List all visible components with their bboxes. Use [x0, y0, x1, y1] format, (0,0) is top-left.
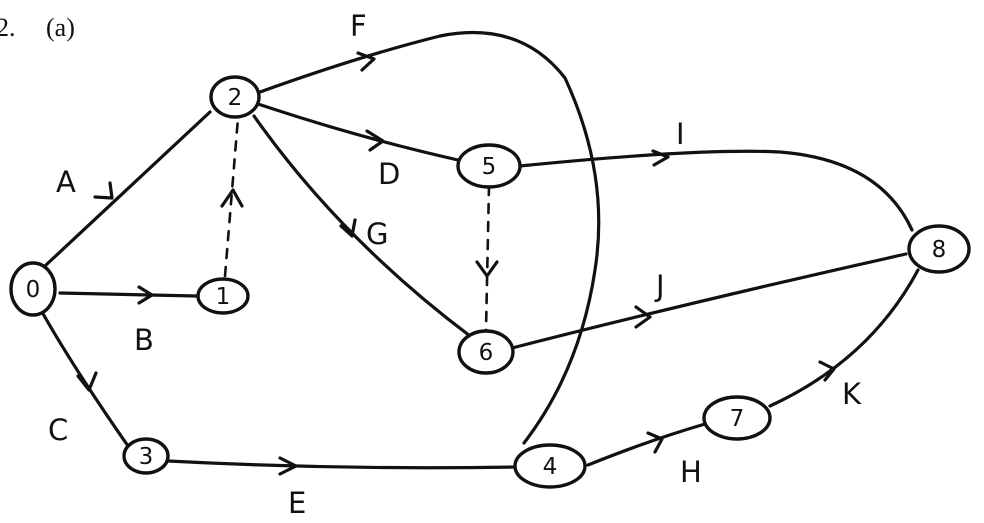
edge-B — [58, 291, 198, 298]
activity-label-B: B — [134, 323, 154, 357]
arrowhead-D — [365, 129, 385, 152]
edge-E — [166, 459, 517, 470]
activity-labels-layer: A B C D E F G H I J K — [48, 9, 862, 520]
arrowhead-dummy-1-2 — [220, 188, 244, 208]
node-1-circle — [196, 277, 250, 315]
node-4-circle — [513, 443, 587, 489]
dummies-layer — [223, 116, 491, 332]
node-8-circle — [907, 224, 971, 274]
node-3: 3 — [122, 437, 170, 475]
dummy-1-2 — [223, 116, 240, 278]
node-7-label: 7 — [730, 406, 745, 432]
node-0-label: 0 — [26, 277, 41, 303]
arrowhead-C — [76, 371, 98, 392]
arrowhead-dummy-5-6 — [475, 260, 499, 278]
edge-K — [768, 268, 920, 408]
activity-label-F: F — [350, 9, 367, 43]
node-6-label: 6 — [479, 340, 494, 366]
activity-label-I: I — [676, 117, 685, 151]
edge-J — [510, 252, 908, 350]
dummy-5-6 — [484, 184, 491, 332]
edge-G — [252, 114, 472, 338]
arrowhead-G — [339, 218, 357, 238]
arrowhead-A — [93, 181, 114, 200]
node-5: 5 — [456, 143, 522, 189]
arrowhead-B — [137, 285, 154, 305]
arrowhead-H — [646, 431, 664, 454]
activity-label-C: C — [48, 413, 68, 447]
activity-label-J: J — [654, 269, 665, 303]
node-0: 0 — [9, 261, 57, 317]
node-2: 2 — [209, 75, 261, 119]
activity-label-E: E — [288, 486, 306, 520]
node-1-label: 1 — [216, 284, 231, 310]
node-2-circle — [209, 75, 261, 119]
node-8-label: 8 — [932, 237, 947, 263]
arrowhead-F — [356, 51, 376, 72]
node-5-circle — [456, 143, 522, 189]
edge-F — [258, 30, 601, 445]
activity-label-G: G — [366, 217, 388, 251]
node-3-circle — [122, 437, 170, 475]
node-4-label: 4 — [543, 454, 558, 480]
question-number: 2. — [0, 13, 16, 42]
arrowhead-J — [634, 305, 652, 329]
node-3-label: 3 — [139, 444, 154, 470]
node-7: 7 — [702, 395, 772, 441]
node-4: 4 — [513, 443, 587, 489]
nodes-layer: 0 1 2 3 4 5 6 7 — [9, 75, 971, 489]
node-5-label: 5 — [482, 154, 497, 180]
arrowheads-layer — [76, 51, 836, 476]
edge-H — [586, 422, 707, 467]
node-6-circle — [457, 329, 515, 375]
edge-A — [44, 110, 212, 267]
node-0-circle — [9, 261, 57, 317]
edges-layer — [40, 30, 920, 470]
node-7-circle — [702, 395, 772, 441]
arrowhead-I — [651, 149, 670, 167]
edge-C — [40, 310, 130, 448]
node-8: 8 — [907, 224, 971, 274]
activity-label-H: H — [680, 455, 702, 489]
node-1: 1 — [196, 277, 250, 315]
arrowhead-E — [278, 456, 298, 476]
part-label: (a) — [46, 13, 75, 42]
edge-I — [518, 149, 914, 232]
activity-label-K: K — [842, 377, 862, 411]
arrowhead-K — [818, 360, 836, 382]
activity-label-A: A — [56, 165, 76, 199]
edge-D — [256, 102, 460, 162]
node-2-label: 2 — [228, 85, 243, 111]
activity-label-D: D — [378, 157, 400, 191]
node-6: 6 — [457, 329, 515, 375]
